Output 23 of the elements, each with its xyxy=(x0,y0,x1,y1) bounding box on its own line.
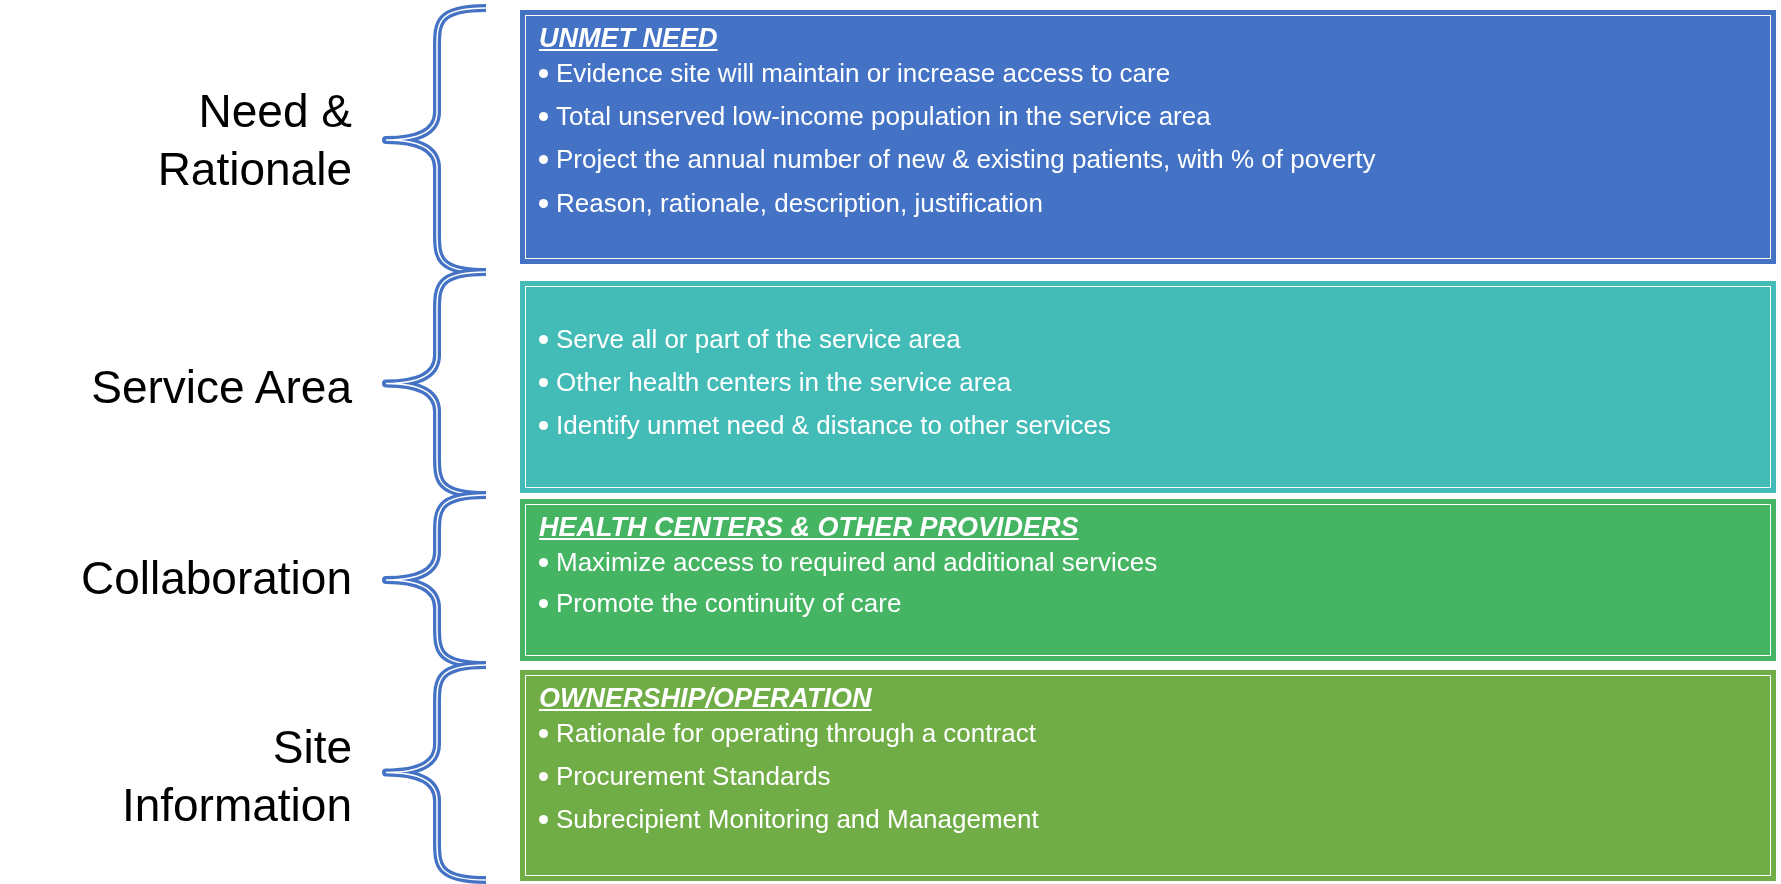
bullet-text: Evidence site will maintain or increase access to care xyxy=(556,58,1171,90)
panel-heading: HEALTH CENTERS & OTHER PROVIDERS xyxy=(539,512,1079,543)
bullet-text: Promote the continuity of care xyxy=(556,588,902,620)
bullet-text: Project the annual number of new & existing patients, with % of poverty xyxy=(556,144,1376,176)
bullet-text: Total unserved low-income population in the service area xyxy=(556,101,1211,133)
bullet-text: Rationale for operating through a contract xyxy=(556,718,1036,750)
section-label: Need & Rationale xyxy=(156,83,352,196)
bullet-text: Maximize access to required and additional services xyxy=(556,547,1158,579)
section-label: Service Area xyxy=(90,360,352,416)
bullet-text: Reason, rationale, description, justification xyxy=(556,187,1044,219)
bullet-text: Procurement Standards xyxy=(556,761,831,793)
section-label: Site Information xyxy=(120,719,352,832)
bullet-text: Subrecipient Monitoring and Management xyxy=(556,804,1039,836)
text-panel xyxy=(521,282,1775,492)
section-label: Collaboration xyxy=(79,551,352,607)
text-panel xyxy=(521,11,1775,263)
bullet-text: Identify unmet need & distance to other services xyxy=(556,410,1111,442)
bullet-text: Serve all or part of the service area xyxy=(556,324,961,356)
panel-heading: UNMET NEED xyxy=(539,23,718,54)
panel-heading: OWNERSHIP/OPERATION xyxy=(539,683,872,714)
text-panel xyxy=(521,500,1775,660)
bullet-text: Other health centers in the service area xyxy=(556,367,1012,399)
text-panel xyxy=(521,671,1775,880)
